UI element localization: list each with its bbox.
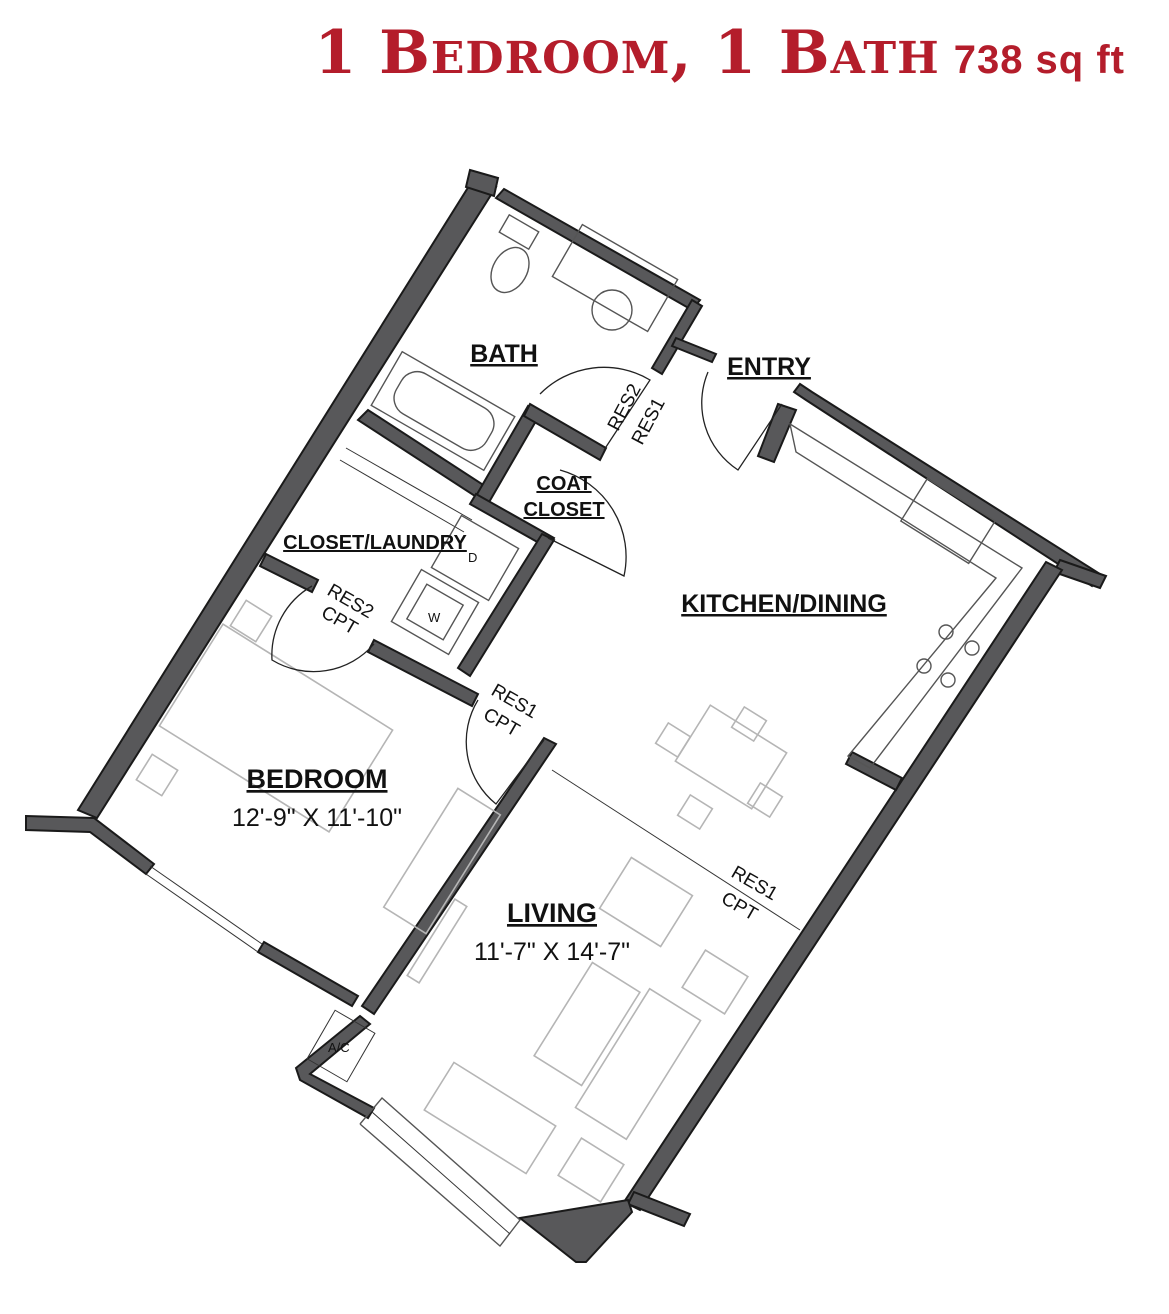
- kitchen-sink: [899, 477, 997, 565]
- laundry-fixtures: D W: [339, 447, 520, 656]
- bed: [158, 623, 394, 833]
- wall-top-cap: [464, 168, 500, 198]
- wall-bedroom-top: [258, 552, 320, 594]
- toilet-tank: [498, 213, 540, 251]
- washer-label: W: [428, 610, 441, 625]
- wall-kitchen-stub: [844, 750, 904, 792]
- doors: [271, 366, 801, 931]
- ac-box: [306, 1009, 376, 1083]
- bedroom-door: [465, 699, 545, 805]
- square-footage: 738 sq ft: [953, 38, 1125, 82]
- wall-laundry-right: [456, 532, 556, 678]
- coffee-table: [533, 961, 641, 1087]
- sink-basin: [591, 289, 633, 331]
- bedroom-window: [149, 865, 263, 945]
- stove-burner: [938, 624, 954, 640]
- end-table: [557, 1136, 625, 1204]
- room-label-entry: ENTRY: [727, 353, 811, 381]
- bath-fixtures: [370, 213, 679, 472]
- ac-label: A/C: [328, 1040, 350, 1055]
- closet-shelf: [345, 447, 473, 521]
- room-label-closet-laundry: CLOSET/LAUNDRY: [283, 532, 467, 554]
- wall-right-exterior: [622, 560, 1064, 1212]
- stove-burner: [964, 640, 980, 656]
- washer-inner: [405, 583, 465, 641]
- wall-right-stub: [626, 1190, 692, 1228]
- stove-burner: [940, 672, 956, 688]
- room-label-kitchen-dining: KITCHEN/DINING: [681, 590, 887, 618]
- sofa: [423, 1061, 557, 1175]
- nightstand: [229, 599, 273, 643]
- room-label-coat: COAT: [536, 473, 591, 495]
- tv-stand: [406, 898, 468, 984]
- bedroom-furniture: [135, 599, 502, 935]
- wall-entry-jamb: [756, 402, 798, 464]
- room-label-living: LIVING: [507, 898, 597, 928]
- bath-door: [539, 366, 651, 451]
- dresser: [382, 787, 502, 935]
- room-label-bath: BATH: [470, 340, 538, 368]
- wall-bath-right: [650, 298, 704, 376]
- wall-coat-closet-top: [522, 402, 608, 462]
- stove-burner: [916, 658, 932, 674]
- living-dimensions: 11'-7" X 14'-7": [474, 938, 630, 966]
- dining-chair: [654, 721, 692, 759]
- living-furniture: [406, 856, 749, 1204]
- room-label-closet: CLOSET: [523, 499, 604, 521]
- title-part: ATH: [830, 33, 940, 84]
- bedroom-window: [145, 873, 259, 953]
- dryer: [430, 514, 520, 602]
- kitchen-counter: [788, 422, 1024, 769]
- bathtub-inner: [393, 370, 495, 452]
- room-label-bedroom: BEDROOM: [247, 764, 388, 794]
- title-part: EDROOM: [430, 33, 671, 84]
- vanity: [551, 223, 679, 333]
- wall-kitchen-top: [792, 382, 1102, 588]
- closet-shelf: [339, 459, 465, 533]
- wall-bath-bottom: [356, 408, 490, 500]
- plan-title: 1 BEDROOM, 1 BATH 738 sq ft: [315, 18, 1125, 88]
- title-part: , 1 B: [670, 18, 831, 88]
- dining-table: [674, 704, 788, 810]
- bedroom-closet-door: [271, 585, 375, 673]
- windows: [145, 865, 521, 1248]
- wall-bedroom-bottom-2: [256, 940, 360, 1008]
- dining-chair: [730, 705, 768, 743]
- bedroom-dimensions: 12'-9" X 11'-10": [232, 804, 402, 832]
- entry-door: [701, 371, 783, 471]
- kitchen-fixtures: [654, 422, 1024, 831]
- nightstand: [135, 753, 179, 797]
- coat-closet-door: [547, 469, 627, 577]
- end-table: [681, 948, 749, 1016]
- living-window: [371, 1111, 511, 1235]
- wall-entry-stub: [670, 336, 718, 364]
- sofa: [574, 987, 702, 1141]
- walls: [25, 168, 1108, 1263]
- room-labels: BATH ENTRY COAT CLOSET CLOSET/LAUNDRY KI…: [232, 340, 887, 966]
- wall-bedroom-bottom: [25, 814, 156, 876]
- dryer-label: D: [468, 550, 477, 565]
- wall-bedroom-closet: [366, 638, 480, 708]
- bathtub: [370, 350, 516, 472]
- wall-bedroom-living: [360, 736, 558, 1016]
- floor-transition: [551, 769, 801, 931]
- armchair: [598, 856, 694, 948]
- wall-bottom-living: [517, 1198, 634, 1263]
- wall-living-left: [294, 1014, 376, 1120]
- living-window: [359, 1097, 521, 1248]
- washer: [390, 568, 480, 656]
- dining-chair: [676, 793, 714, 831]
- toilet-bowl: [490, 246, 530, 294]
- title-part: 1 B: [314, 18, 431, 88]
- dining-chair: [746, 781, 784, 819]
- wall-bath-top: [494, 187, 702, 312]
